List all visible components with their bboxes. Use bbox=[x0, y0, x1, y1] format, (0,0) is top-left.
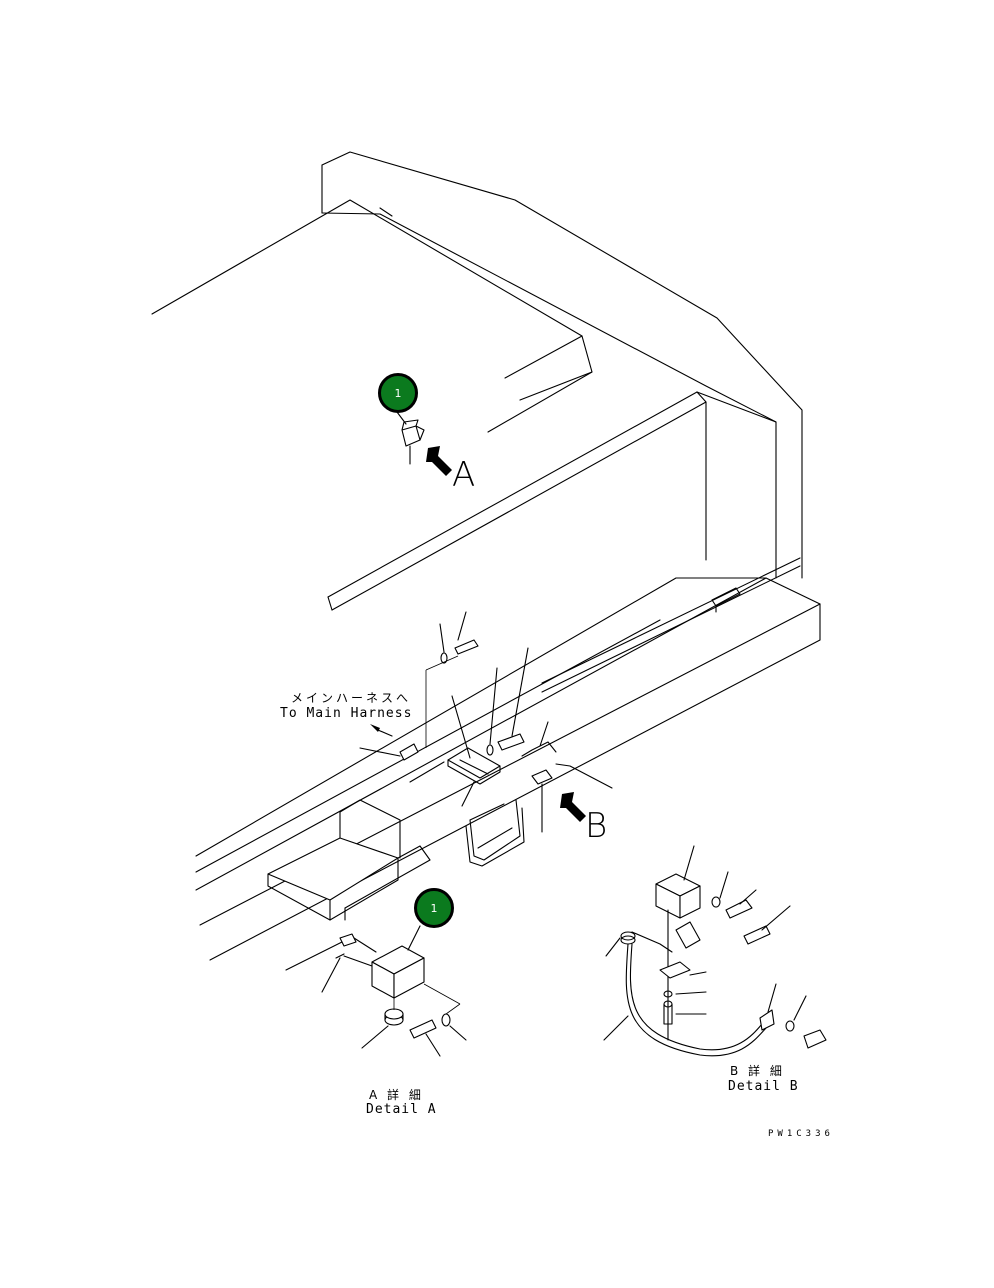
view-arrow-b bbox=[560, 792, 586, 822]
detail-b-assembly bbox=[603, 845, 827, 1057]
view-arrow-a bbox=[426, 446, 452, 476]
detail-b-japanese: B 詳 細 bbox=[730, 1064, 785, 1078]
view-label-b: B bbox=[585, 806, 608, 846]
lamp-unit-upper bbox=[396, 411, 425, 465]
cab-body-outline bbox=[151, 151, 821, 961]
view-label-a: A bbox=[452, 455, 476, 495]
detail-a-assembly bbox=[285, 925, 467, 1057]
detail-a-japanese: A 詳 細 bbox=[369, 1088, 424, 1102]
callout-number: 1 bbox=[430, 901, 438, 915]
callout-number: 1 bbox=[394, 386, 402, 400]
detail-a-english: Detail A bbox=[366, 1102, 437, 1117]
detail-b-english: Detail B bbox=[728, 1079, 799, 1094]
harness-clip-assembly bbox=[359, 611, 613, 867]
harness-note-japanese: メインハーネスへ bbox=[291, 691, 412, 705]
drawing-number: PW1C336 bbox=[768, 1129, 834, 1139]
harness-note-english: To Main Harness bbox=[280, 706, 413, 721]
callout-1-upper[interactable]: 1 bbox=[378, 373, 418, 413]
callout-1-lower[interactable]: 1 bbox=[414, 888, 454, 928]
step-plate bbox=[267, 799, 431, 921]
